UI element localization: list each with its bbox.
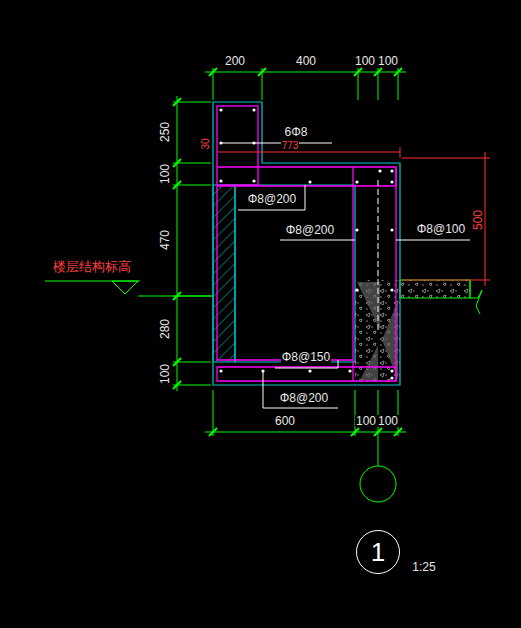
dimension: 470 [159, 229, 171, 251]
detail-index-circle: 1 [356, 530, 400, 574]
cover-dimension: 30 [201, 137, 211, 150]
dimension: 100 [355, 415, 377, 427]
rebar-label: Φ8@100 [416, 223, 466, 235]
dimension: 100 [159, 363, 171, 385]
dimension: 250 [159, 121, 171, 143]
dimension: 400 [295, 55, 317, 67]
rebar-label: Φ8@200 [279, 392, 329, 404]
dimension: 280 [159, 318, 171, 340]
detail-number: 1 [371, 539, 385, 565]
dimension: 100 [159, 163, 171, 185]
red-dimension: 773 [281, 141, 300, 151]
level-note: 楼层结构标高 [52, 260, 132, 273]
rebar-label: 6Φ8 [284, 126, 309, 138]
rebar-label: Φ8@200 [285, 224, 335, 236]
rebar-label: Φ8@200 [247, 193, 297, 205]
dimension: 600 [274, 415, 296, 427]
scale-label: 1:25 [411, 561, 436, 573]
rebar-label: Φ8@150 [281, 351, 331, 363]
dimension: 200 [224, 55, 246, 67]
dimension: 100 [354, 55, 376, 67]
red-dimension: 500 [472, 209, 484, 231]
dimension: 100 [377, 415, 399, 427]
dimension: 100 [377, 55, 399, 67]
